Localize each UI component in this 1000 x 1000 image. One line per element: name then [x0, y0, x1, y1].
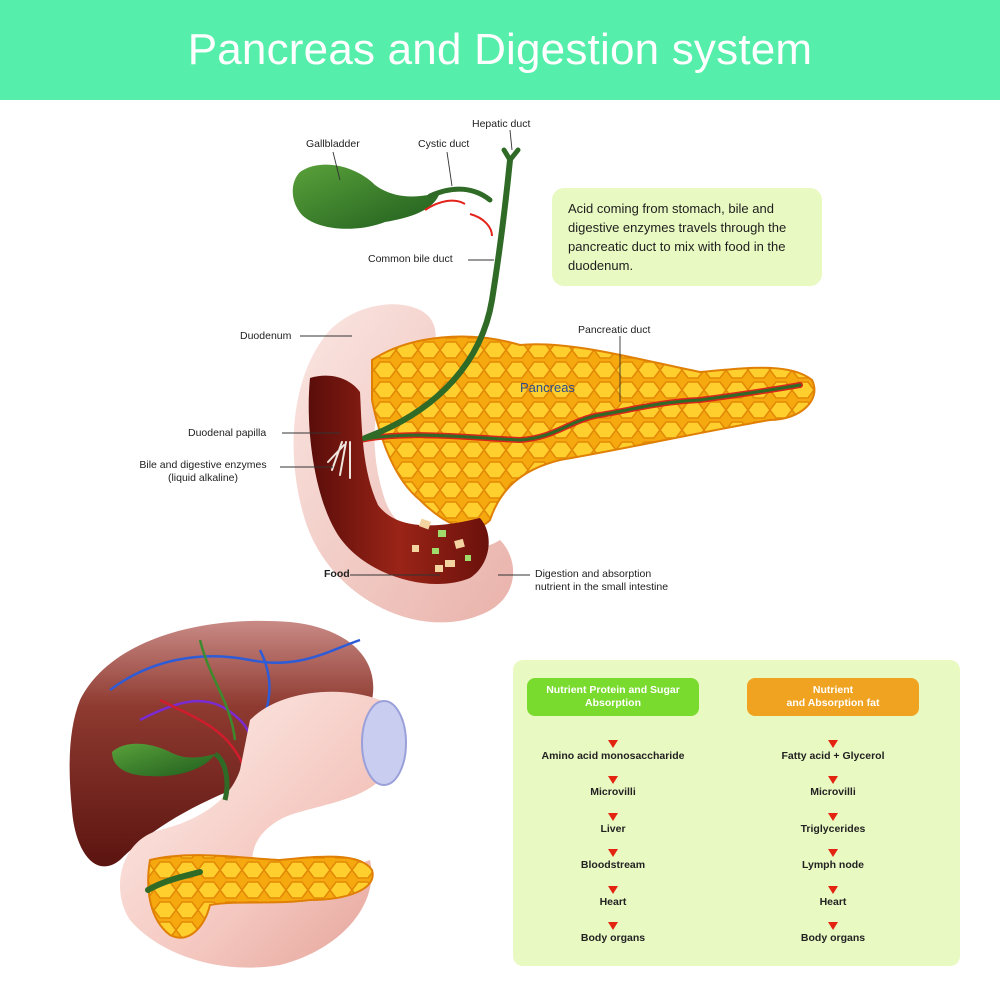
label-bile-enzymes: Bile and digestive enzymes (liquid alkal… [128, 459, 278, 485]
gallbladder-organ [292, 164, 440, 229]
label-pancreatic-duct: Pancreatic duct [578, 324, 651, 336]
fat-step: Fatty acid + Glycerol [747, 726, 919, 763]
liver-organ [69, 620, 374, 867]
fat-step-text: Fatty acid + Glycerol [781, 749, 885, 762]
protein-step-text: Body organs [580, 932, 646, 944]
fat-step-text: Microvilli [810, 786, 856, 798]
fat-column: Nutrient and Absorption fat Fatty acid +… [747, 678, 919, 945]
food-particles [412, 518, 471, 572]
fat-steps: Fatty acid + Glycerol Microvilli Triglyc… [747, 726, 919, 945]
protein-step-text: Microvilli [590, 786, 636, 798]
protein-step: Bloodstream [527, 836, 699, 873]
fat-step-text: Body organs [800, 932, 866, 944]
label-duodenal-papilla: Duodenal papilla [188, 427, 267, 439]
down-arrow-icon [608, 776, 618, 784]
fat-step-text: Triglycerides [800, 822, 866, 835]
header-bar: Pancreas and Digestion system [0, 0, 1000, 100]
label-food: Food [324, 568, 350, 580]
fat-step: Lymph node [747, 836, 919, 873]
protein-step: Liver [527, 799, 699, 836]
fat-step: Heart [747, 872, 919, 909]
fat-step: Triglycerides [747, 799, 919, 836]
protein-sugar-steps: Amino acid monosaccharide Microvilli Liv… [527, 726, 699, 945]
protein-step-text: Amino acid monosaccharide [541, 749, 685, 762]
gallbladder-lower [112, 743, 215, 777]
label-gallbladder: Gallbladder [306, 138, 360, 150]
protein-step: Amino acid monosaccharide [527, 726, 699, 763]
label-cystic-duct: Cystic duct [418, 138, 470, 150]
info-box: Acid coming from stomach, bile and diges… [552, 188, 822, 286]
label-digestion-line2: nutrient in the small intestine [535, 581, 669, 593]
fat-step: Microvilli [747, 763, 919, 800]
down-arrow-icon [608, 885, 618, 894]
fat-step-text: Heart [819, 895, 847, 908]
lower-digestive-diagram [69, 620, 407, 968]
down-arrow-icon [828, 885, 838, 894]
label-digestion: Digestion and absorption nutrient in the… [535, 568, 668, 594]
pancreas-lower [147, 854, 374, 939]
protein-sugar-column: Nutrient Protein and Sugar Absorption Am… [527, 678, 699, 945]
protein-step-text: Bloodstream [580, 859, 646, 871]
pancreas-body [371, 335, 816, 530]
leader-lines [280, 129, 621, 576]
fat-step-text: Lymph node [801, 859, 865, 871]
cystic-duct-line [427, 186, 493, 203]
upper-digestive-diagram [280, 129, 816, 623]
protein-step: Heart [527, 872, 699, 909]
common-bile-duct-line [362, 157, 513, 441]
label-pancreas: Pancreas [520, 380, 575, 395]
absorption-panel: Nutrient Protein and Sugar Absorption Am… [513, 660, 960, 966]
down-arrow-icon [608, 812, 618, 821]
protein-step: Body organs [527, 909, 699, 946]
label-bile-enzymes-line1: Bile and digestive enzymes [139, 459, 267, 471]
down-arrow-icon [608, 849, 618, 857]
protein-step-text: Liver [600, 822, 626, 835]
down-arrow-icon [828, 849, 838, 857]
protein-step-text: Heart [599, 895, 627, 908]
fat-header: Nutrient and Absorption fat [747, 678, 919, 716]
down-arrow-icon [828, 922, 838, 930]
protein-step: Microvilli [527, 763, 699, 800]
down-arrow-icon [608, 739, 618, 748]
label-hepatic-duct: Hepatic duct [472, 118, 531, 130]
page-title: Pancreas and Digestion system [187, 25, 813, 74]
protein-sugar-header: Nutrient Protein and Sugar Absorption [527, 678, 699, 716]
label-common-bile-duct: Common bile duct [368, 253, 453, 265]
down-arrow-icon [828, 739, 838, 748]
fat-step: Body organs [747, 909, 919, 946]
down-arrow-icon [828, 776, 838, 784]
label-duodenum: Duodenum [240, 330, 292, 342]
label-bile-enzymes-line2: (liquid alkaline) [167, 472, 239, 484]
label-digestion-line1: Digestion and absorption [535, 568, 652, 580]
down-arrow-icon [828, 812, 838, 821]
pylorus [361, 700, 407, 786]
down-arrow-icon [608, 922, 618, 930]
